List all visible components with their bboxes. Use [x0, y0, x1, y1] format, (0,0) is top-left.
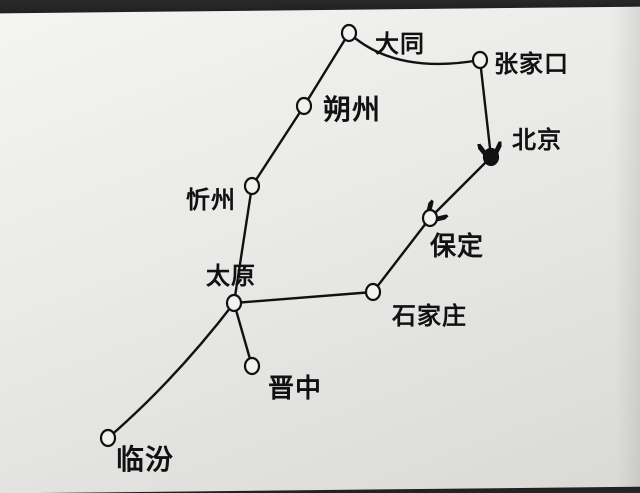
- label-shuozhou: 朔州: [323, 93, 382, 126]
- label-xinzhou: 忻州: [186, 185, 236, 214]
- node-datong: [340, 23, 358, 43]
- node-shijiazhuang: [364, 282, 382, 302]
- label-taiyuan: 太原: [206, 261, 256, 290]
- label-jinzhong: 晋中: [268, 374, 323, 404]
- node-zhangjiakou: [471, 50, 489, 70]
- node-jinzhong: [243, 356, 261, 376]
- route-taiyuan-linfen: [106, 301, 236, 440]
- label-datong: 大同: [375, 29, 425, 58]
- node-linfen: [99, 428, 117, 448]
- label-beijing: 北京: [512, 125, 562, 154]
- label-shijiazhuang: 石家庄: [392, 301, 467, 330]
- node-baoding: [421, 208, 439, 228]
- label-zhangjiakou: 张家口: [494, 49, 569, 78]
- node-xinzhou: [243, 176, 261, 196]
- route-zhangjiakou-beijing: [480, 58, 491, 157]
- route-shijiazhuang-taiyuan: [232, 290, 375, 305]
- node-taiyuan: [225, 293, 243, 313]
- node-shuozhou: [295, 96, 313, 116]
- route-taiyuan-xinzhou: [232, 184, 254, 305]
- route-xinzhou-shuozhou: [250, 104, 306, 188]
- label-linfen: 临汾: [116, 443, 175, 476]
- route-datong-zhangjiakou: [347, 31, 482, 66]
- route-beijing-baoding: [430, 155, 493, 218]
- route-shuozhou-datong: [302, 31, 351, 108]
- node-beijing: [482, 147, 500, 167]
- route-baoding-shijiazhuang: [371, 216, 432, 294]
- route-taiyuan-jinzhong: [232, 301, 254, 368]
- label-baoding: 保定: [430, 232, 485, 262]
- route-map: [99, 23, 640, 448]
